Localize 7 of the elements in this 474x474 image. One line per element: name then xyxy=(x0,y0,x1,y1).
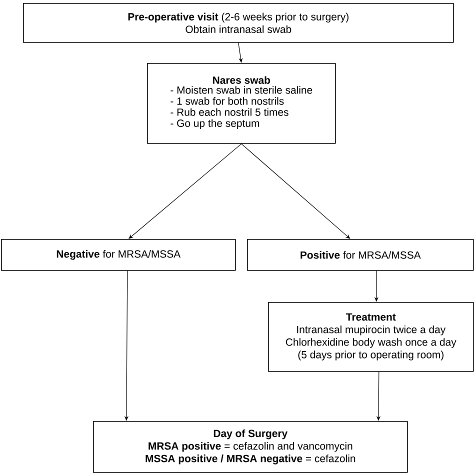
arrow xyxy=(241,144,350,239)
process-box: Day of Surgery MRSA positive = cefazolin and vancomycin MSSA positive / MRSA negative = cefazolin xyxy=(93,421,408,473)
process-box: Negative for MRSA/MSSA xyxy=(1,239,236,271)
process-box: Pre-operative visit (2-6 weeks prior to surgery) Obtain intranasal swab xyxy=(23,3,454,43)
process-box: Treatment Intranasal mupirocin twice a day Chlorhexidine body wash once a day (5 days prior to operating room) xyxy=(268,302,474,372)
process-box: Nares swab - Moisten swab in sterile saline - 1 swab for both nostrils - Rub each nostril 5 times - Go up the septum xyxy=(147,63,336,144)
process-box: Positive for MRSA/MSSA xyxy=(247,239,474,271)
